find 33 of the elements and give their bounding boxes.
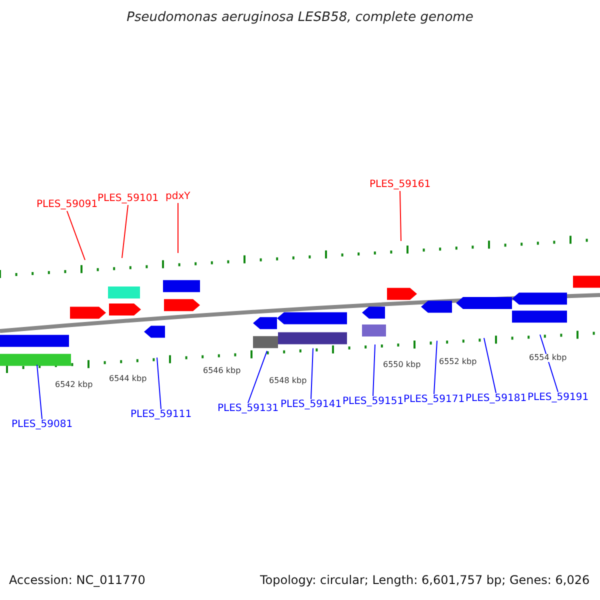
gene-label: PLES_59131	[218, 404, 279, 414]
scale-label: 6554 kbp	[529, 354, 567, 362]
gene-label: pdxY	[166, 192, 190, 202]
scale-label: 6544 kbp	[109, 375, 147, 383]
gene-label: PLES_59111	[130, 410, 192, 420]
gene-label: PLES_59081	[12, 420, 73, 430]
diagram-title: Pseudomonas aeruginosa LESB58, complete genome	[126, 11, 474, 24]
scale-label: 6546 kbp	[203, 367, 241, 375]
gene-label: PLES_59191	[528, 393, 589, 403]
leader-line	[122, 204, 128, 258]
scale-label: 6550 kbp	[383, 361, 421, 369]
leader-line	[36, 364, 42, 420]
scale-label: 6542 kbp	[55, 381, 93, 389]
gene-label: PLES_59181	[466, 394, 527, 404]
scale-label: 6548 kbp	[269, 377, 307, 385]
gene-label: PLES_59161	[370, 180, 431, 190]
gene-label: PLES_59101	[98, 194, 159, 204]
gene-label: PLES_59141	[280, 400, 342, 410]
leader-line	[434, 340, 438, 394]
accession-text: Accession: NC_011770	[9, 574, 146, 586]
gene-label: PLES_59171	[404, 395, 465, 405]
leader-line	[156, 357, 162, 410]
leader-line	[484, 337, 496, 394]
scale-label: 6552 kbp	[439, 358, 477, 366]
leader-line	[400, 190, 402, 242]
gene-label: PLES_59151	[342, 397, 404, 407]
leader-line	[372, 344, 376, 396]
leader-line	[310, 348, 314, 400]
leader-line	[248, 350, 268, 404]
gene-label: PLES_59091	[36, 200, 98, 210]
genome-info-text: Topology: circular; Length: 6,601,757 bp; Genes: 6,026	[260, 574, 590, 586]
leader-line	[540, 334, 558, 392]
leader-line	[66, 210, 86, 260]
